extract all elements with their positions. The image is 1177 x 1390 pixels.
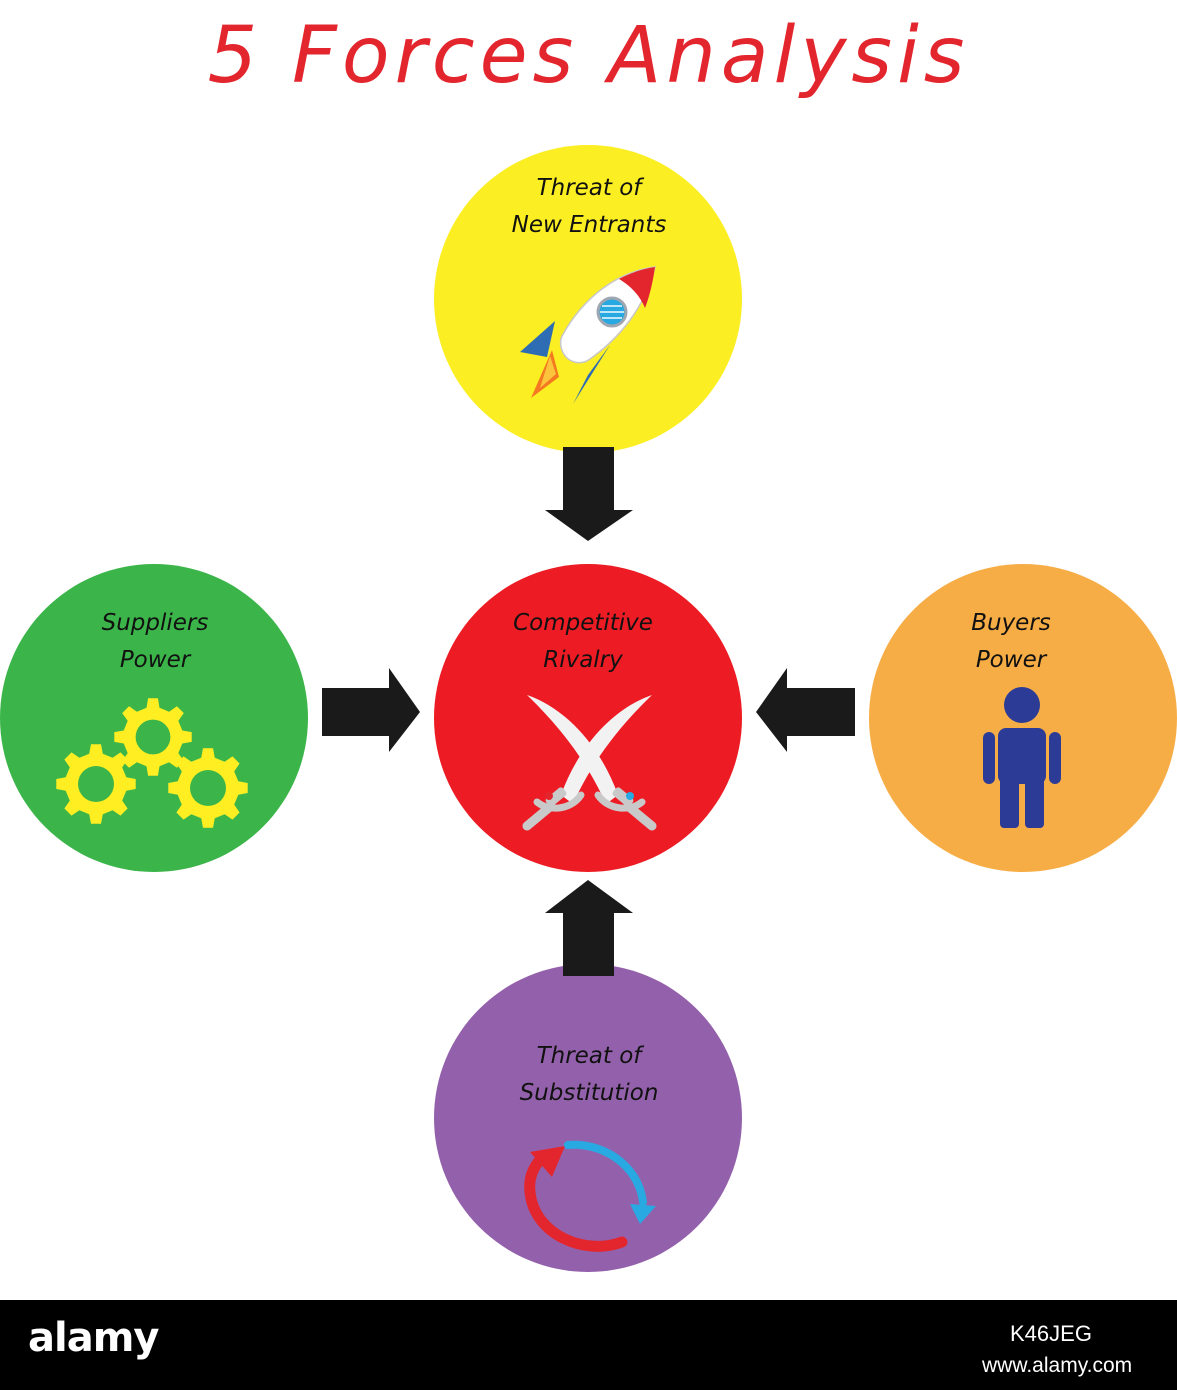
suppliers-label-line2: Power [119, 647, 191, 673]
gear-icon [114, 698, 192, 776]
footer-bar [0, 1300, 1177, 1390]
substitution-label: Threat of Substitution [459, 1038, 719, 1112]
arrow-suppliers-to-rivalry [322, 668, 420, 752]
crossed-swords-icon [522, 695, 657, 831]
diagram-title: 5 Forces Analysis [207, 11, 970, 101]
gears-icon [56, 698, 248, 828]
new-entrants-label-line1: Threat of [536, 175, 642, 201]
gear-icon [168, 748, 248, 828]
arrow-buyers-to-rivalry [756, 668, 855, 752]
cycle-arrows-icon [524, 1140, 656, 1252]
substitution-label-line1: Threat of [536, 1043, 642, 1069]
rivalry-circle [434, 564, 742, 872]
brand-logo: alamy [28, 1315, 159, 1361]
new-entrants-label-line2: New Entrants [511, 212, 667, 238]
image-id: K46JEG [1010, 1321, 1092, 1346]
footer-url: www.alamy.com [982, 1354, 1133, 1377]
substitution-circle [434, 964, 742, 1272]
person-icon [983, 687, 1061, 828]
rocket-icon [520, 266, 657, 404]
suppliers-label-line1: Suppliers [101, 610, 209, 636]
new-entrants-circle [434, 145, 742, 453]
new-entrants-label: Threat of New Entrants [459, 170, 719, 244]
rivalry-label-line1: Competitive [513, 610, 653, 636]
rivalry-label-line2: Rivalry [543, 647, 623, 673]
buyers-label: Buyers Power [881, 605, 1141, 679]
buyers-label-line2: Power [975, 647, 1047, 673]
gear-icon [56, 744, 136, 824]
suppliers-label: Suppliers Power [25, 605, 285, 679]
rivalry-label: Competitive Rivalry [453, 605, 713, 679]
substitution-label-line2: Substitution [519, 1080, 659, 1106]
arrow-substitution-to-rivalry [545, 880, 633, 976]
arrow-new-entrants-to-rivalry [545, 447, 633, 541]
buyers-label-line1: Buyers [971, 610, 1051, 636]
